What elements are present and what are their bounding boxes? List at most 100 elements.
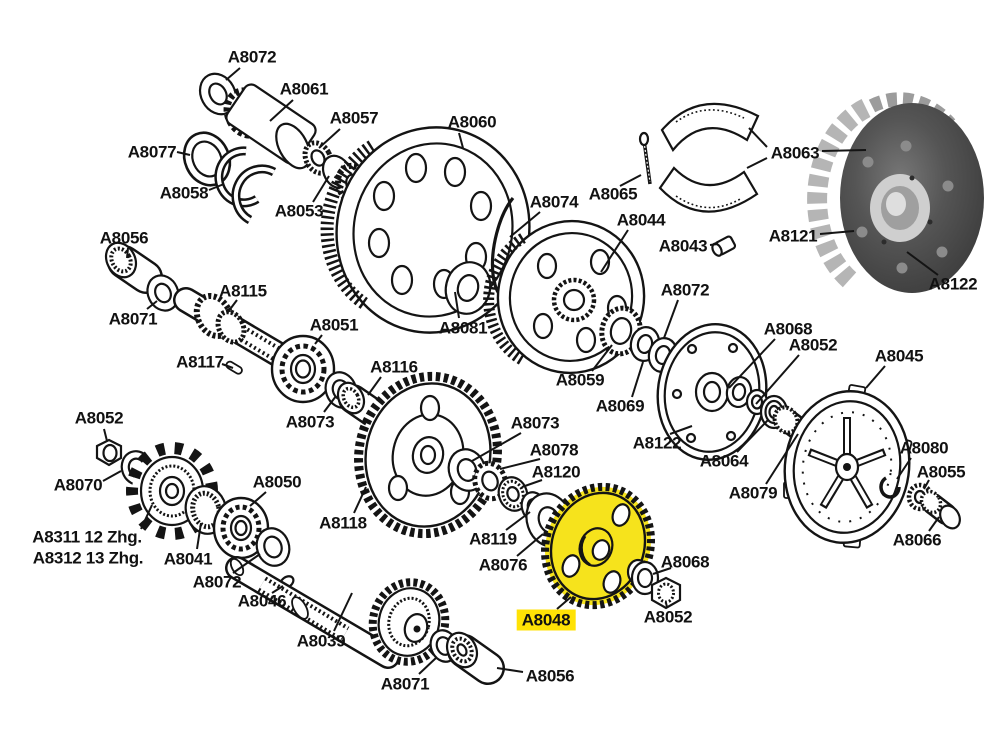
part-drawing-a8051-bearing xyxy=(270,334,336,404)
part-label-a8115[interactable]: A8115 xyxy=(219,281,267,301)
part-label-a8061[interactable]: A8061 xyxy=(279,79,329,99)
leader-line-a8053 xyxy=(312,175,330,203)
leader-line-a8077 xyxy=(176,151,191,156)
leader-line-a8080 xyxy=(896,457,912,480)
leader-line-a8068-bot xyxy=(652,567,672,575)
leader-line-a8052-bot xyxy=(665,602,668,608)
leader-line-a8063 xyxy=(748,127,768,148)
part-label-a8076[interactable]: A8076 xyxy=(478,555,528,575)
leader-line-a8056-bot xyxy=(496,667,524,673)
part-label-a8072-right[interactable]: A8072 xyxy=(660,280,710,300)
leader-line-a8044 xyxy=(600,229,629,273)
flywheel-photo xyxy=(807,92,984,293)
part-label-a8121[interactable]: A8121 xyxy=(768,226,818,246)
part-label-a8059[interactable]: A8059 xyxy=(555,370,605,390)
part-label-a8039[interactable]: A8039 xyxy=(296,631,346,651)
part-label-a8070[interactable]: A8070 xyxy=(53,475,103,495)
part-label-a8078[interactable]: A8078 xyxy=(529,440,579,460)
part-label-a8072-top[interactable]: A8072 xyxy=(227,47,277,67)
leader-line-a8066 xyxy=(928,516,940,532)
part-label-a8069[interactable]: A8069 xyxy=(595,396,645,416)
part-label-a8058[interactable]: A8058 xyxy=(159,183,209,203)
part-label-a8073-left[interactable]: A8073 xyxy=(285,412,335,432)
leader-line-a8073-mid xyxy=(471,432,522,462)
leader-line-a8118 xyxy=(353,486,367,514)
part-label-a8081[interactable]: A8081 xyxy=(438,318,488,338)
leader-line-a8074 xyxy=(509,211,541,238)
part-drawing-a8118-gear xyxy=(354,371,502,539)
leader-line-a8071-left xyxy=(146,300,158,310)
part-label-a8060[interactable]: A8060 xyxy=(447,112,497,132)
part-label-a8063[interactable]: A8063 xyxy=(770,143,820,163)
leader-line-a8043 xyxy=(709,243,719,246)
part-label-a8116[interactable]: A8116 xyxy=(370,357,418,377)
part-label-a8071-bot[interactable]: A8071 xyxy=(380,674,430,694)
part-label-a8056-top[interactable]: A8056 xyxy=(99,228,149,248)
part-label-a8071-left[interactable]: A8071 xyxy=(108,309,158,329)
part-label-a8079[interactable]: A8079 xyxy=(728,483,778,503)
part-label-a8048[interactable]: A8048 xyxy=(516,609,576,631)
part-label-a8050[interactable]: A8050 xyxy=(252,472,302,492)
part-drawing-a8077-a8058 xyxy=(182,131,277,224)
leader-line-a8070 xyxy=(102,470,122,482)
part-label-a8074[interactable]: A8074 xyxy=(529,192,579,212)
part-label-a8043[interactable]: A8043 xyxy=(658,236,708,256)
leader-line-a8059 xyxy=(591,344,613,372)
part-drawing-a8080-a8055-a8066 xyxy=(879,476,961,530)
leader-line-a8048 xyxy=(556,596,572,610)
leader-line-a8055 xyxy=(923,479,930,490)
part-label-a8066[interactable]: A8066 xyxy=(892,530,942,550)
leader-line-a8065 xyxy=(619,174,642,187)
part-drawing-a8063-shoes xyxy=(658,102,760,213)
part-label-a8041[interactable]: A8041 xyxy=(163,549,213,569)
part-drawing-sprocket-group xyxy=(95,438,295,589)
part-label-a8122-photo[interactable]: A8122 xyxy=(928,274,978,294)
leader-line-a8115 xyxy=(227,299,238,313)
part-label-a8053[interactable]: A8053 xyxy=(274,201,324,221)
part-label-a8072-bot[interactable]: A8072 xyxy=(192,572,242,592)
part-label-a8052-bl[interactable]: A8052 xyxy=(74,408,124,428)
part-label-a8065[interactable]: A8065 xyxy=(588,184,638,204)
part-label-a8055[interactable]: A8055 xyxy=(916,462,966,482)
leader-line-a8073-left xyxy=(323,395,337,413)
part-label-a8068-right[interactable]: A8068 xyxy=(763,319,813,339)
leader-line-a8057 xyxy=(318,128,341,149)
part-label-a8051[interactable]: A8051 xyxy=(309,315,359,335)
leader-line-a8072-right xyxy=(663,299,679,339)
leader-line-a8056-top xyxy=(126,247,129,259)
leader-line-a8116 xyxy=(367,376,382,396)
leader-line-a8076 xyxy=(516,533,544,557)
leader-line-a8120 xyxy=(521,479,543,488)
part-drawing-a8060-drum xyxy=(320,126,531,334)
part-label-a8118[interactable]: A8118 xyxy=(319,513,367,533)
leader-line-a8051 xyxy=(314,334,323,345)
leader-line-a8117 xyxy=(221,363,234,369)
part-label-a8045[interactable]: A8045 xyxy=(874,346,924,366)
leader-line-a8069 xyxy=(631,361,644,398)
leader-line-a8064 xyxy=(736,419,769,453)
part-label-a8073-mid[interactable]: A8073 xyxy=(510,413,560,433)
part-label-a8052-bot[interactable]: A8052 xyxy=(643,607,693,627)
part-label-a8120[interactable]: A8120 xyxy=(531,462,581,482)
part-label-a8077[interactable]: A8077 xyxy=(127,142,177,162)
part-label-a8044[interactable]: A8044 xyxy=(616,210,666,230)
part-label-a8064[interactable]: A8064 xyxy=(699,451,749,471)
leader-line-a8061 xyxy=(269,99,294,122)
leader-line-a8081 xyxy=(454,291,460,319)
part-label-a8057[interactable]: A8057 xyxy=(329,108,379,128)
part-label-a8052-right[interactable]: A8052 xyxy=(788,335,838,355)
part-label-a8068-bot[interactable]: A8068 xyxy=(660,552,710,572)
part-label-a8312[interactable]: A8312 13 Zhg. xyxy=(32,548,144,568)
part-label-a8311[interactable]: A8311 12 Zhg. xyxy=(32,527,142,547)
part-drawing-a8039-shaft xyxy=(225,556,505,685)
part-label-a8056-bot[interactable]: A8056 xyxy=(525,666,575,686)
part-label-a8080[interactable]: A8080 xyxy=(899,438,949,458)
part-drawing-a8065-spring xyxy=(638,131,652,185)
part-label-a8119[interactable]: A8119 xyxy=(469,529,517,549)
part-label-a8117[interactable]: A8117 xyxy=(176,352,224,372)
part-label-a8122-disc[interactable]: A8122 xyxy=(632,433,682,453)
part-label-a8046[interactable]: A8046 xyxy=(237,591,287,611)
